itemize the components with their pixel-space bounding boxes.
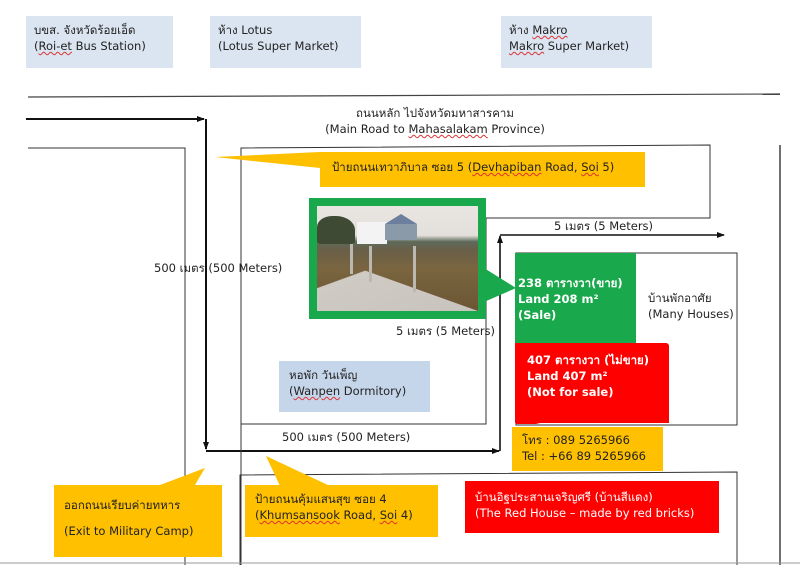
many-houses-english: (Many Houses) — [648, 307, 734, 321]
soi5-soi: Soi — [581, 160, 599, 174]
land-not-sale-status: (Not for sale) — [527, 385, 614, 399]
lotus-english: (Lotus Super Market) — [218, 39, 339, 53]
central-block-outline — [240, 144, 711, 565]
soi5-end: 5) — [598, 160, 615, 174]
soi4-sign-callout: ป้ายถนนคุ้มแสนสุข ซอย 4 (Khumsansook Roa… — [245, 485, 438, 537]
bus-station-english: (Roi-et Bus Station) — [34, 38, 165, 54]
distance-side-5: 5 เมตร (5 Meters) — [396, 324, 496, 338]
distance-horizontal-500: 500 เมตร (500 Meters) — [282, 430, 411, 444]
photo-blue-roof — [385, 214, 417, 224]
phone-international[interactable]: Tel : +66 89 5265966 — [522, 449, 646, 463]
makro-english-name: Makro — [509, 39, 545, 53]
red-house-thai: บ้านอิฐประสานเจริญศรี (บ้านสีแดง) — [475, 490, 653, 504]
soi5-devhapiban: Devhapiban — [472, 160, 542, 174]
dormitory-english: (Wanpen Dormitory) — [289, 383, 420, 399]
makro-english-rest: Super Market) — [544, 39, 630, 53]
dormitory-box: หอพัก วันเพ็ญ (Wanpen Dormitory) — [279, 361, 430, 412]
soi4-callout-pointer — [266, 456, 330, 486]
military-exit-english: (Exit to Military Camp) — [64, 524, 194, 538]
soi4-khumsansook: Khumsansook — [259, 508, 340, 522]
soi4-paren: ( — [255, 508, 260, 522]
main-road-thai: ถนนหลัก ไปจังหวัดมหาสารคาม — [356, 106, 514, 120]
main-road-rest: Province) — [487, 122, 545, 136]
bottom-block-outline — [239, 471, 738, 565]
photo-fence-post — [369, 246, 372, 282]
bus-station-box: บขส. จังหวัดร้อยเอ็ด (Roi-et Bus Station… — [26, 16, 173, 68]
land-photo — [317, 206, 478, 311]
soi5-sign-callout: ป้ายถนนเทวาภิบาล ซอย 5 (Devhapiban Road,… — [320, 152, 645, 187]
soi4-english: (Khumsansook Road, Soi 4) — [255, 507, 438, 523]
makro-english: Makro Super Market) — [509, 38, 644, 54]
land-sale-area-m2: Land 208 m² — [518, 292, 599, 306]
land-for-sale-box: 238 ตารางวา(ขาย) Land 208 m² (Sale) — [515, 253, 636, 345]
main-road-prefix: (Main Road to — [325, 122, 409, 136]
military-callout-pointer — [160, 468, 205, 485]
soi4-soi: Soi — [379, 508, 398, 522]
main-road-line — [27, 93, 781, 98]
makro-thai-prefix: ห้าง — [509, 23, 533, 37]
phone-thai[interactable]: โทร : 089 5265966 — [522, 433, 630, 447]
main-road-label: ถนนหลัก ไปจังหวัดมหาสารคาม (Main Road to… — [310, 105, 560, 137]
soi4-thai: ป้ายถนนคุ้มแสนสุข ซอย 4 — [255, 492, 387, 506]
main-road-english: (Main Road to Mahasalakam Province) — [310, 121, 560, 137]
photo-trees — [317, 216, 355, 244]
main-road-mahasalakam: Mahasalakam — [408, 122, 488, 136]
photo-white-house — [357, 222, 387, 244]
makro-thai-name: Makro — [532, 23, 568, 37]
land-not-for-sale-box: 407 ตารางวา (ไม่ขาย) Land 407 m² (Not fo… — [515, 343, 669, 423]
photo-building — [385, 224, 417, 240]
dormitory-rest: Dormitory) — [340, 384, 407, 398]
red-house-box: บ้านอิฐประสานเจริญศรี (บ้านสีแดง) (The R… — [465, 481, 719, 533]
bus-station-paren: ( — [34, 39, 39, 53]
bus-station-thai: บขส. จังหวัดร้อยเอ็ด — [34, 23, 136, 37]
photo-callout-pointer — [484, 268, 516, 302]
makro-thai: ห้าง Makro — [509, 22, 644, 38]
soi5-mid: Road, — [541, 160, 582, 174]
dormitory-paren: ( — [289, 384, 294, 398]
dormitory-wanpen: Wanpen — [293, 384, 341, 398]
distance-top-5: 5 เมตร (5 Meters) — [554, 219, 654, 233]
land-sale-area-thai: 238 ตารางวา(ขาย) — [518, 276, 623, 290]
land-sale-status: (Sale) — [518, 308, 557, 322]
photo-fence-post — [413, 246, 416, 292]
lotus-thai: ห้าง Lotus — [218, 23, 273, 37]
bus-station-roiet: Roi-et — [38, 39, 72, 53]
makro-box: ห้าง Makro Makro Super Market) — [501, 16, 652, 68]
many-houses-label: บ้านพักอาศัย (Many Houses) — [648, 290, 734, 322]
red-house-english: (The Red House – made by red bricks) — [475, 506, 695, 520]
military-exit-thai: ออกถนนเรียบค่ายทหาร — [64, 498, 181, 512]
military-exit-callout: ออกถนนเรียบค่ายทหาร (Exit to Military Ca… — [54, 485, 222, 557]
dormitory-thai: หอพัก วันเพ็ญ — [289, 368, 358, 382]
land-not-sale-area-thai: 407 ตารางวา (ไม่ขาย) — [527, 353, 650, 367]
phone-box: โทร : 089 5265966 Tel : +66 89 5265966 — [512, 427, 663, 471]
distance-vertical-500: 500 เมตร (500 Meters) — [154, 261, 283, 275]
lotus-box: ห้าง Lotus (Lotus Super Market) — [210, 16, 361, 68]
left-block-outline — [28, 147, 186, 565]
soi4-mid: Road, — [339, 508, 380, 522]
soi5-thai: ป้ายถนนเทวาภิบาล ซอย 5 ( — [332, 160, 473, 174]
bus-station-rest: Bus Station) — [71, 39, 146, 53]
many-houses-thai: บ้านพักอาศัย — [648, 291, 712, 305]
soi5-callout-pointer — [215, 152, 320, 168]
photo-fence-post — [350, 244, 353, 274]
land-not-sale-area-m2: Land 407 m² — [527, 369, 608, 383]
soi4-end: 4) — [397, 508, 413, 522]
